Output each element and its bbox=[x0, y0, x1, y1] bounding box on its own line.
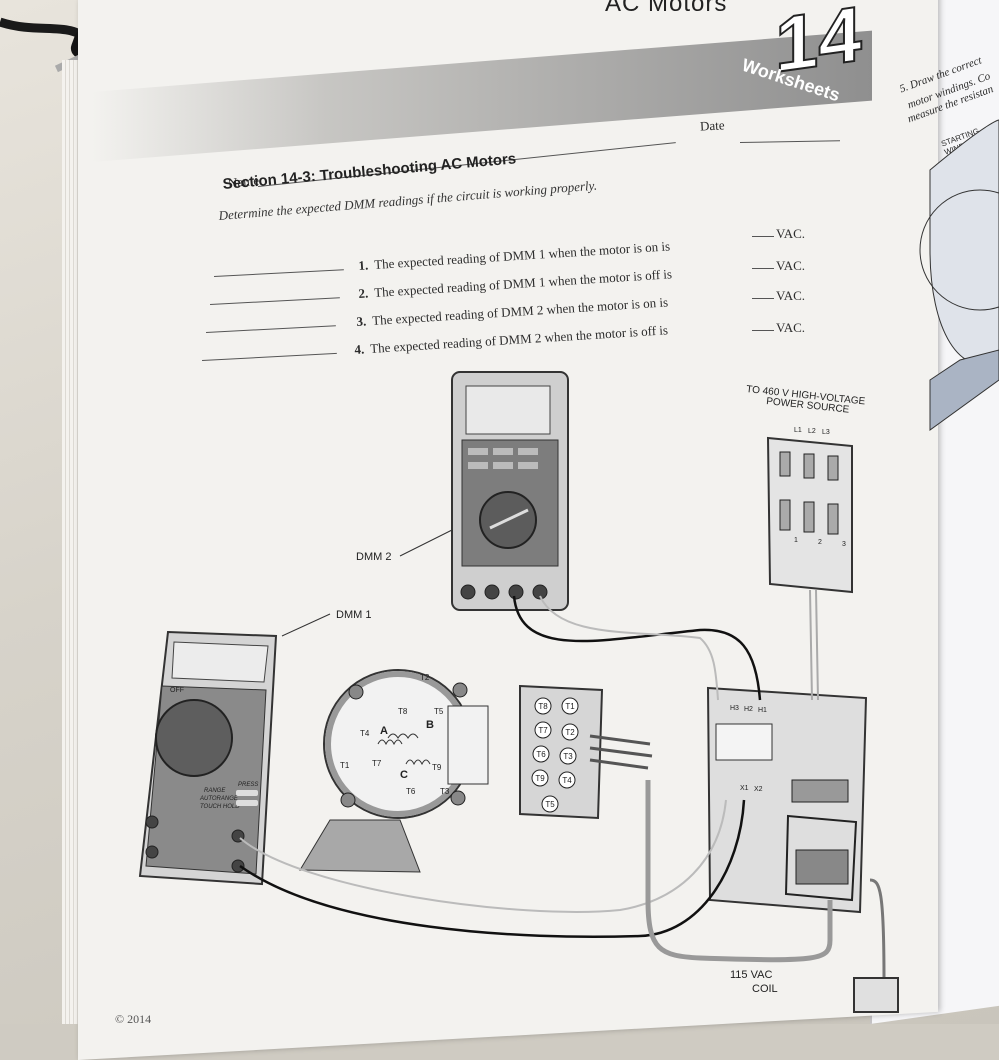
dmm-1-off-label: OFF bbox=[170, 687, 184, 694]
terminal-label: T1 bbox=[340, 761, 350, 770]
circuit-diagram: DMM 2 DMM 1 OFF PRESS RANGE AUTORANGE TO… bbox=[138, 371, 899, 1013]
terminal-box-label: T3 bbox=[563, 752, 573, 761]
transformer-label: H1 bbox=[758, 707, 767, 714]
transformer-label: H2 bbox=[744, 706, 753, 713]
blank-1[interactable] bbox=[752, 236, 774, 237]
phase-label: L2 bbox=[808, 428, 816, 435]
terminal-label: T9 bbox=[432, 763, 442, 772]
unit-4: VAC. bbox=[776, 320, 806, 335]
dmm-1: OFF PRESS RANGE AUTORANGE TOUCH HOLD bbox=[138, 630, 278, 886]
terminal-box-label: T6 bbox=[536, 750, 546, 759]
fuse-number: 2 bbox=[818, 539, 822, 546]
terminal-box-label: T5 bbox=[545, 800, 555, 809]
terminal-label: T7 bbox=[372, 759, 382, 768]
terminal-box-label: T9 bbox=[535, 774, 545, 783]
range-label-range: RANGE bbox=[204, 788, 226, 794]
unit-3: VAC. bbox=[776, 288, 806, 303]
winding-c-label: C bbox=[400, 769, 408, 781]
unit-1: VAC. bbox=[776, 226, 806, 241]
receptacle bbox=[853, 977, 899, 1013]
dmm-2 bbox=[451, 371, 569, 611]
copyright: © 2014 bbox=[115, 1012, 152, 1026]
range-label-touch-hold: TOUCH HOLD bbox=[200, 804, 240, 810]
range-label-autorange: AUTORANGE bbox=[199, 796, 239, 802]
coil-label-line-1: 115 VAC bbox=[730, 969, 772, 981]
range-label-press: PRESS bbox=[238, 782, 258, 788]
fuse-number: 1 bbox=[794, 537, 798, 544]
terminal-box-label: T7 bbox=[538, 726, 548, 735]
terminal-label: T2 bbox=[420, 673, 430, 682]
terminal-box-label: T8 bbox=[538, 702, 548, 711]
terminal-box-label: T1 bbox=[565, 702, 575, 711]
blank-2[interactable] bbox=[752, 268, 774, 269]
chapter-title: AC Motors bbox=[605, 0, 728, 17]
right-page-motor-drawing bbox=[919, 119, 999, 431]
dmm-2-label: DMM 2 bbox=[356, 551, 391, 563]
disconnect-panel: 1 2 3 L1 L2 L3 bbox=[766, 427, 853, 594]
blank-4[interactable] bbox=[752, 330, 774, 331]
winding-a-label: A bbox=[380, 725, 388, 737]
transformer-label: H3 bbox=[730, 705, 739, 712]
dmm-1-label: DMM 1 bbox=[336, 609, 371, 621]
terminal-label: T5 bbox=[434, 707, 444, 716]
terminal-box-label: T4 bbox=[562, 776, 572, 785]
fuse-number: 3 bbox=[842, 541, 846, 548]
motor-starter: H3 H2 H1 X1 X2 bbox=[706, 686, 868, 914]
terminal-box: T8 T1 T7 T2 T6 T3 T9 T4 T5 bbox=[519, 684, 653, 820]
terminal-label: T4 bbox=[360, 729, 370, 738]
phase-label: L1 bbox=[794, 427, 802, 434]
transformer-label: X1 bbox=[740, 785, 749, 792]
winding-b-label: B bbox=[426, 719, 434, 731]
terminal-box-label: T2 bbox=[565, 728, 575, 737]
transformer-label: X2 bbox=[754, 786, 763, 793]
terminal-label: T6 bbox=[406, 787, 416, 796]
ac-motor: T1 T2 T3 T4 T5 T6 T7 T8 T9 A B C bbox=[299, 669, 489, 873]
blank-3[interactable] bbox=[752, 298, 774, 299]
terminal-label: T3 bbox=[440, 787, 450, 796]
wiring bbox=[239, 589, 886, 981]
unit-2: VAC. bbox=[776, 258, 806, 273]
terminal-label: T8 bbox=[398, 707, 408, 716]
phase-label: L3 bbox=[822, 429, 830, 436]
coil-label-line-2: COIL bbox=[752, 983, 778, 995]
